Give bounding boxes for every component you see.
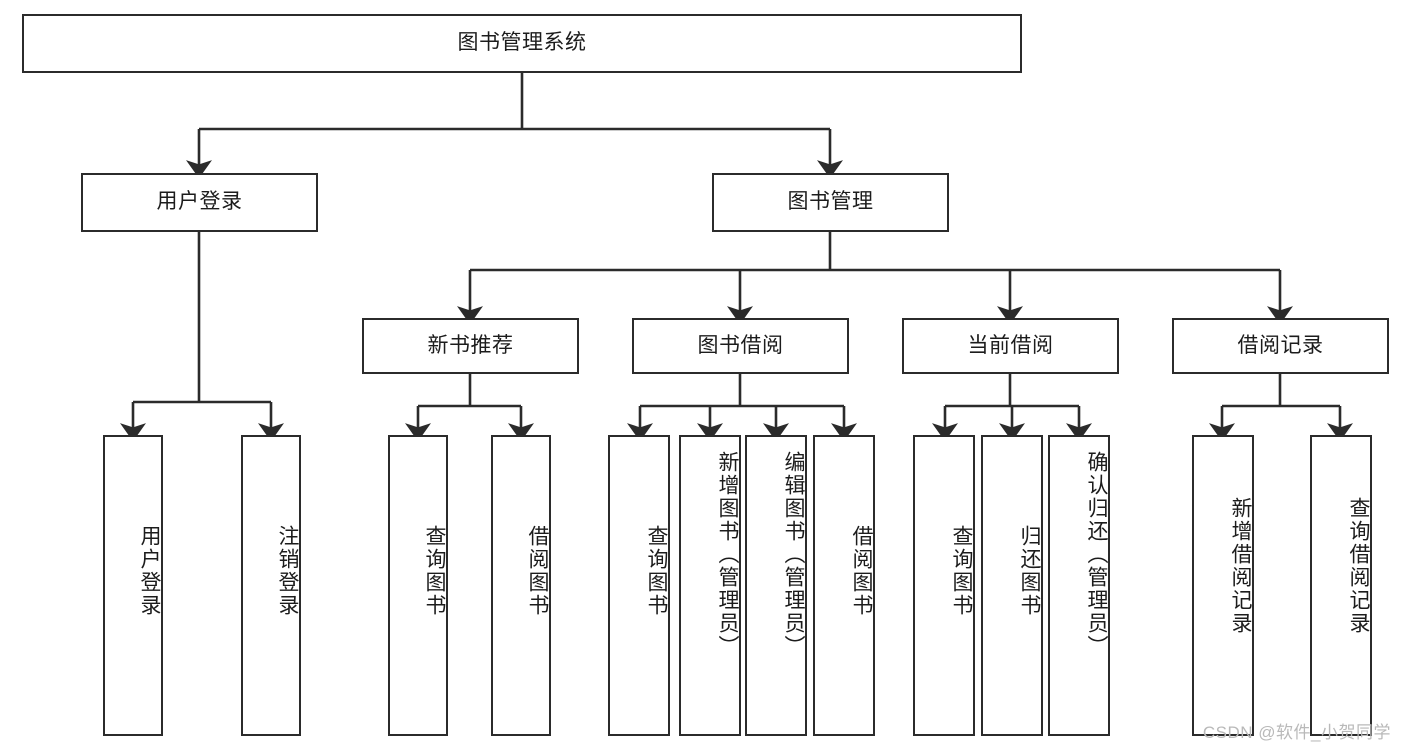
node-leaf-edit-book-admin[interactable]: 编辑图书（管理员） [745, 435, 807, 736]
node-leaf-confirm-return-admin[interactable]: 确认归还（管理员） [1048, 435, 1110, 736]
node-leaf-user-login[interactable]: 用户登录 [103, 435, 163, 736]
node-leaf-add-book-admin[interactable]: 新增图书（管理员） [679, 435, 741, 736]
node-leaf-add-book-admin-label: 新增图书（管理员） [716, 451, 739, 658]
node-leaf-query-book-2-label: 查询图书 [645, 525, 668, 617]
node-leaf-edit-book-admin-label: 编辑图书（管理员） [782, 451, 805, 658]
node-book-manage-label: 图书管理 [787, 190, 874, 214]
node-root[interactable]: 图书管理系统 [22, 14, 1022, 73]
node-leaf-query-book-1[interactable]: 查询图书 [388, 435, 448, 736]
node-user-login-label: 用户登录 [156, 190, 243, 214]
node-borrow-record-label: 借阅记录 [1237, 333, 1324, 357]
node-leaf-user-logout[interactable]: 注销登录 [241, 435, 301, 736]
node-leaf-query-book-3[interactable]: 查询图书 [913, 435, 975, 736]
node-book-borrow-label: 图书借阅 [697, 333, 784, 357]
node-current-borrow[interactable]: 当前借阅 [902, 318, 1119, 374]
node-leaf-return-book-label: 归还图书 [1018, 525, 1041, 617]
node-user-login[interactable]: 用户登录 [81, 173, 318, 232]
node-leaf-add-borrow-record[interactable]: 新增借阅记录 [1192, 435, 1254, 736]
node-leaf-confirm-return-admin-label: 确认归还（管理员） [1085, 451, 1108, 658]
node-book-manage[interactable]: 图书管理 [712, 173, 949, 232]
csdn-watermark: CSDN @软件_小贺同学 [1202, 723, 1391, 742]
node-current-borrow-label: 当前借阅 [967, 333, 1054, 357]
node-leaf-borrow-book-2-label: 借阅图书 [850, 525, 873, 617]
node-leaf-query-book-1-label: 查询图书 [423, 525, 446, 617]
node-leaf-user-login-label: 用户登录 [138, 525, 161, 617]
node-borrow-record[interactable]: 借阅记录 [1172, 318, 1389, 374]
node-leaf-query-borrow-record[interactable]: 查询借阅记录 [1310, 435, 1372, 736]
node-book-borrow[interactable]: 图书借阅 [632, 318, 849, 374]
node-new-book-recommend[interactable]: 新书推荐 [362, 318, 579, 374]
node-leaf-return-book[interactable]: 归还图书 [981, 435, 1043, 736]
node-leaf-query-book-3-label: 查询图书 [950, 525, 973, 617]
node-leaf-borrow-book-1-label: 借阅图书 [526, 525, 549, 617]
node-new-book-recommend-label: 新书推荐 [427, 333, 514, 357]
node-leaf-borrow-book-1[interactable]: 借阅图书 [491, 435, 551, 736]
node-leaf-user-logout-label: 注销登录 [276, 525, 299, 617]
node-leaf-query-borrow-record-label: 查询借阅记录 [1347, 497, 1370, 635]
node-root-label: 图书管理系统 [457, 31, 587, 55]
node-leaf-add-borrow-record-label: 新增借阅记录 [1229, 497, 1252, 635]
node-leaf-query-book-2[interactable]: 查询图书 [608, 435, 670, 736]
node-leaf-borrow-book-2[interactable]: 借阅图书 [813, 435, 875, 736]
